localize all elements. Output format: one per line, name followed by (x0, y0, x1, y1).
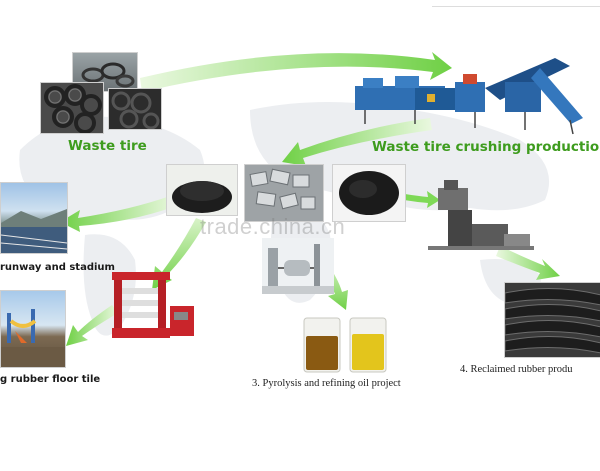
runway-label: runway and stadium (0, 262, 115, 273)
vulcanizing-press-machine (112, 272, 194, 338)
reclaimed-rubber-machine (428, 180, 534, 250)
rubber-powder-photo (332, 164, 406, 222)
oil-beakers-photo (303, 317, 387, 373)
runway-stadium-photo (0, 182, 68, 254)
crushing-line-machine (355, 58, 583, 135)
arrow-to-reclaimed (496, 246, 560, 280)
crushing-line-label: Waste tire crushing production line (372, 139, 600, 155)
watermark: trade.china.cn (200, 214, 346, 239)
rubber-floor-tile-photo (0, 290, 66, 368)
arrow-press-to-tile (66, 305, 118, 346)
tire-pile-photo-3 (108, 88, 162, 130)
reclaimed-rubber-sheets-photo (504, 282, 600, 358)
pyrolysis-plant-photo (262, 238, 334, 294)
waste-tire-label: Waste tire (68, 138, 147, 154)
arrow-tire-to-line (140, 52, 452, 92)
steel-wire-photo (244, 164, 324, 222)
arrow-line-to-products (282, 118, 432, 166)
top-strip (432, 0, 600, 7)
floor-tile-label: g rubber floor tile (0, 374, 101, 385)
rubber-granules-photo (166, 164, 238, 216)
pyrolysis-label: 3. Pyrolysis and refining oil project (252, 378, 401, 389)
tire-pile-photo-2 (40, 82, 104, 134)
reclaimed-label: 4. Reclaimed rubber produ (460, 364, 573, 375)
arrow-to-runway (60, 196, 176, 232)
arrow-to-reclaim-machine (404, 191, 440, 208)
